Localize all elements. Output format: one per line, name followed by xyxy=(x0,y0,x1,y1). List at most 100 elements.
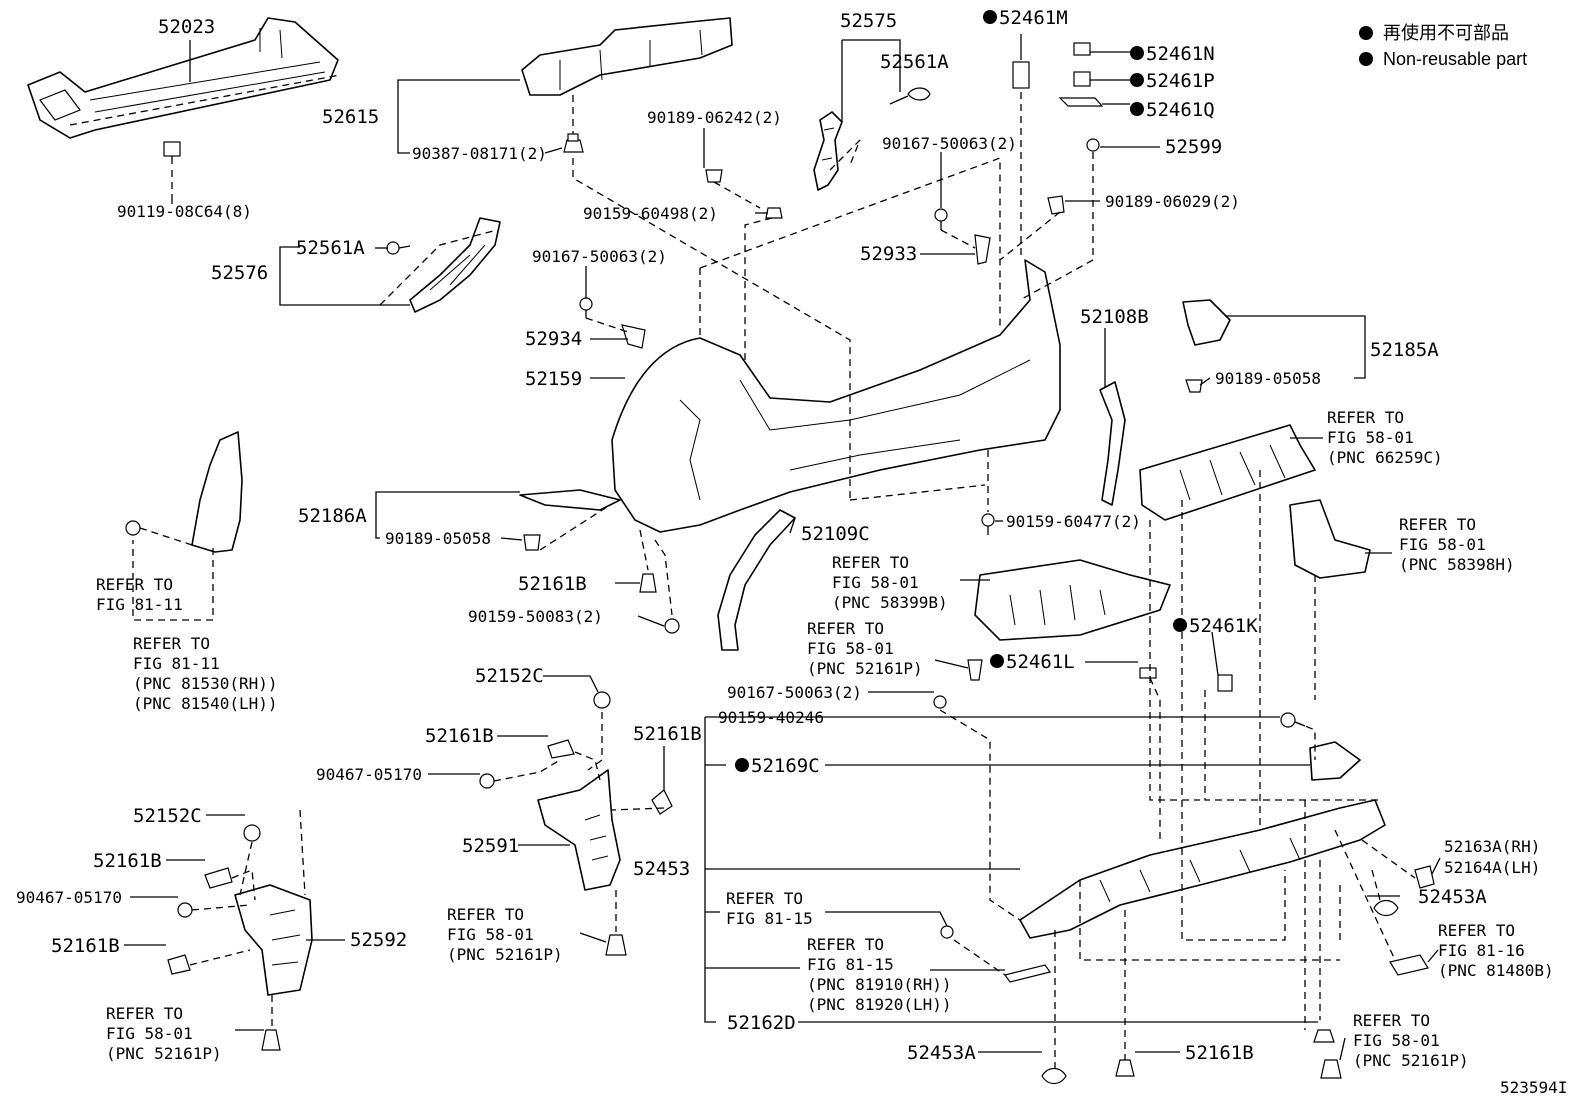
callout-52108b: 52108B xyxy=(1080,306,1149,328)
svg-text:REFER TO: REFER TO xyxy=(807,935,884,954)
callout-90189-06029: 90189-06029(2) xyxy=(1105,192,1240,211)
part-nut-52152c-b xyxy=(243,824,261,842)
part-screw-90167-a xyxy=(934,208,948,230)
part-mudguard-52591 xyxy=(537,769,621,891)
callout-52453: 52453 xyxy=(633,858,690,880)
callout-52185a: 52185A xyxy=(1370,339,1439,361)
callout-52453a-bottom: 52453A xyxy=(907,1042,976,1064)
part-clip-52161p-left xyxy=(605,934,627,956)
callout-52159: 52159 xyxy=(525,368,582,390)
part-clip-90189-06242 xyxy=(705,169,723,183)
part-clip-52161b-e xyxy=(167,954,191,975)
callout-52461l: 52461L xyxy=(1006,651,1075,673)
callout-52164a-lh: 52164A(LH) xyxy=(1444,858,1540,877)
refer-fig-58-01-52161p-left: REFER TO FIG 58-01 (PNC 52161P) xyxy=(447,905,563,964)
refer-fig-58-01-52161p-bottom-right: REFER TO FIG 58-01 (PNC 52161P) xyxy=(1353,1011,1469,1070)
legend-dot-2 xyxy=(1359,52,1373,66)
non-reusable-markers xyxy=(735,10,1373,772)
part-clip-90189-06029 xyxy=(1047,195,1065,215)
callout-90167-50063-c: 90167-50063(2) xyxy=(727,683,862,702)
part-screw-90467-b xyxy=(177,902,193,918)
callout-52591: 52591 xyxy=(462,835,519,857)
callout-90167-50063-b: 90167-50063(2) xyxy=(532,247,667,266)
dot-52461m xyxy=(983,10,997,24)
part-bracket-52934 xyxy=(621,324,646,349)
refer-fig-81-15-b: REFER TO FIG 81-15 (PNC 81910(RH)) (PNC … xyxy=(807,935,952,1014)
svg-text:FIG 58-01: FIG 58-01 xyxy=(1353,1031,1440,1050)
svg-text:FIG 58-01: FIG 58-01 xyxy=(807,639,894,658)
svg-text:FIG 81-11: FIG 81-11 xyxy=(133,654,220,673)
refer-fig-58-01-52161p-mid: REFER TO FIG 58-01 (PNC 52161P) xyxy=(807,619,923,678)
callout-90159-50083: 90159-50083(2) xyxy=(468,607,603,626)
part-pad-52461m xyxy=(1012,61,1030,89)
svg-text:(PNC 52161P): (PNC 52161P) xyxy=(1353,1051,1469,1070)
callout-90119-08c64: 90119-08C64(8) xyxy=(117,202,252,221)
dot-52169c xyxy=(735,758,749,772)
callout-52152c-b: 52152C xyxy=(133,805,202,827)
callout-52615: 52615 xyxy=(322,106,379,128)
part-clip-52162d xyxy=(1313,1029,1335,1043)
callout-90167-50063-a: 90167-50063(2) xyxy=(882,134,1017,153)
svg-text:REFER TO: REFER TO xyxy=(96,575,173,594)
part-nut-52599 xyxy=(1086,138,1100,152)
part-clip-52161p-bl xyxy=(261,1029,281,1051)
part-bracket-52575 xyxy=(813,111,843,191)
part-bolt-81-11 xyxy=(125,520,141,536)
callout-52152c-a: 52152C xyxy=(475,665,544,687)
part-screw-90167-c xyxy=(933,695,947,709)
svg-text:(PNC 58398H): (PNC 58398H) xyxy=(1399,555,1515,574)
part-reinforcement-52023 xyxy=(27,17,339,139)
svg-text:FIG 81-15: FIG 81-15 xyxy=(726,909,813,928)
callout-52561a-left: 52561A xyxy=(296,237,365,259)
refer-to-blocks: REFER TO FIG 81-11 REFER TO FIG 81-11 (P… xyxy=(96,408,1554,1070)
part-bolt-90159-40246 xyxy=(1280,712,1306,728)
part-pad-52461l xyxy=(1139,667,1157,679)
callout-90467-05170-b: 90467-05170 xyxy=(16,888,122,907)
svg-text:REFER TO: REFER TO xyxy=(133,634,210,653)
legend: 再使用不可部品 Non-reusable part xyxy=(1383,23,1527,69)
svg-text:REFER TO: REFER TO xyxy=(832,553,909,572)
callout-90189-05058-a: 90189-05058 xyxy=(1215,369,1321,388)
callout-52461p: 52461P xyxy=(1146,70,1215,92)
refer-fig-81-11-a: REFER TO FIG 81-11 xyxy=(96,575,183,614)
refer-fig-81-11-b: REFER TO FIG 81-11 (PNC 81530(RH)) (PNC … xyxy=(133,634,278,713)
callout-52461q: 52461Q xyxy=(1146,99,1215,121)
callout-labels: 52023 90119-08C64(8) 52615 90387-08171(2… xyxy=(16,7,1540,1064)
part-garnish-52109c xyxy=(717,509,796,651)
svg-text:FIG 81-15: FIG 81-15 xyxy=(807,955,894,974)
callout-90159-40246: 90159-40246 xyxy=(718,708,824,727)
part-cover-66259c xyxy=(1139,424,1316,521)
refer-fig-58-01-58399b: REFER TO FIG 58-01 (PNC 58399B) xyxy=(832,553,948,612)
svg-text:(PNC 81530(RH)): (PNC 81530(RH)) xyxy=(133,674,278,693)
svg-text:FIG 58-01: FIG 58-01 xyxy=(832,573,919,592)
part-bracket-52169c xyxy=(1309,741,1361,781)
dot-52461p xyxy=(1130,73,1144,87)
callout-52933: 52933 xyxy=(860,243,917,265)
part-lamp-81530 xyxy=(191,431,243,553)
svg-text:(PNC 52161P): (PNC 52161P) xyxy=(447,945,563,964)
refer-fig-58-01-52161p-bottom-left: REFER TO FIG 58-01 (PNC 52161P) xyxy=(106,1004,222,1063)
callout-52461m: 52461M xyxy=(999,7,1068,29)
svg-text:(PNC 52161P): (PNC 52161P) xyxy=(106,1044,222,1063)
callout-52186a: 52186A xyxy=(298,505,367,527)
callout-52461k: 52461K xyxy=(1189,615,1258,637)
svg-text:(PNC 81910(RH)): (PNC 81910(RH)) xyxy=(807,975,952,994)
svg-text:REFER TO: REFER TO xyxy=(807,619,884,638)
part-screw-90467-a xyxy=(479,773,495,789)
callout-52161b-d: 52161B xyxy=(93,850,162,872)
part-clip-52453a-r xyxy=(1373,899,1399,917)
part-retainer-52615 xyxy=(521,17,733,96)
legend-dot-1 xyxy=(1359,26,1373,40)
dot-52461q xyxy=(1130,102,1144,116)
part-screw-90167-b xyxy=(579,297,593,318)
leader-lines xyxy=(124,34,1441,1061)
legend-english: Non-reusable part xyxy=(1383,49,1527,69)
callout-90189-05058-b: 90189-05058 xyxy=(385,529,491,548)
callout-52163a-rh: 52163A(RH) xyxy=(1444,837,1540,856)
callout-90467-05170-a: 90467-05170 xyxy=(316,765,422,784)
svg-text:FIG 58-01: FIG 58-01 xyxy=(106,1024,193,1043)
part-clip-90387 xyxy=(563,133,584,153)
part-bolt-90119 xyxy=(163,141,181,164)
callout-52592: 52592 xyxy=(350,929,407,951)
